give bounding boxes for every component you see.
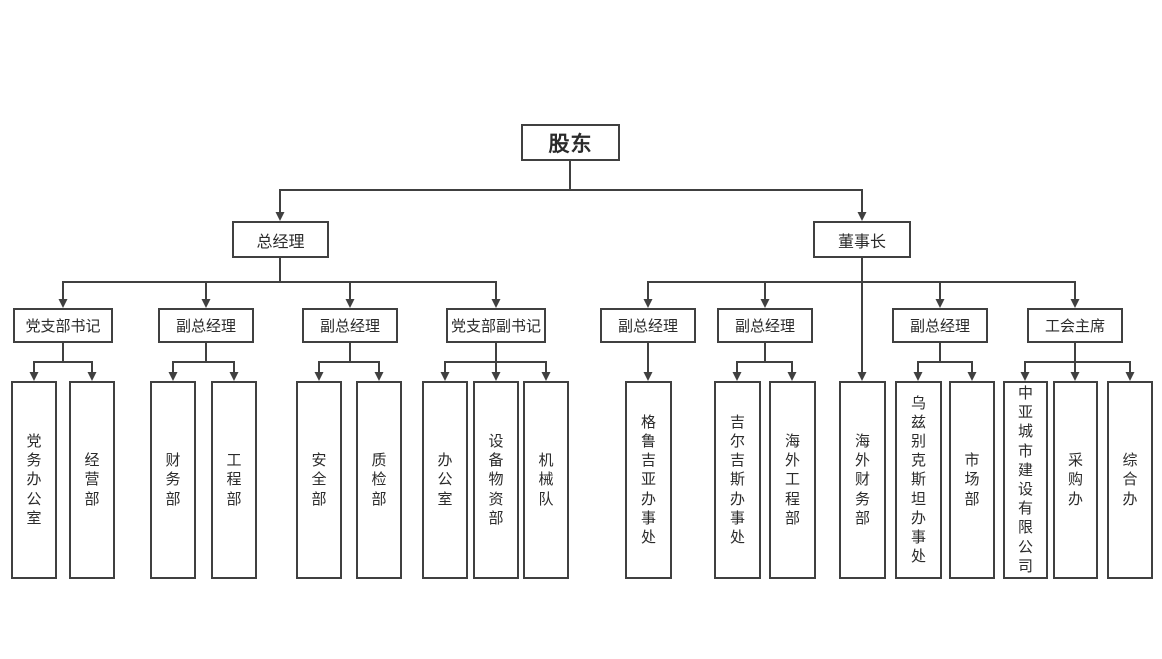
org-node-quality-inspection-dept-label: 质检部: [371, 452, 387, 508]
org-node-safety-dept-label: 安全部: [311, 452, 327, 508]
org-node-georgia-office-label: 格鲁吉亚办事处: [640, 413, 656, 546]
org-node-deputy-gm-left-2: 副总经理: [302, 308, 398, 343]
org-node-union-chairman-label: 工会主席: [1044, 318, 1105, 335]
org-node-overseas-engineering-dept: 海外工程部: [769, 381, 816, 579]
org-node-uzbekistan-office-label: 乌兹别克斯坦办事处: [910, 394, 926, 566]
org-node-central-asia-company-label: 中亚城市建设有限公司: [1017, 385, 1033, 575]
org-node-office: 办公室: [422, 381, 468, 579]
org-node-equipment-materials-dept: 设备物资部: [473, 381, 519, 579]
org-node-party-branch-secretary-label: 党支部书记: [25, 318, 101, 335]
org-node-finance-dept-label: 财务部: [165, 452, 181, 508]
arrowheads: [29, 212, 1135, 381]
org-node-machinery-team: 机械队: [523, 381, 569, 579]
org-node-chairman: 董事长: [813, 221, 911, 258]
org-node-general-manager-label: 总经理: [256, 233, 305, 251]
org-node-union-chairman: 工会主席: [1027, 308, 1123, 343]
org-node-finance-dept: 财务部: [150, 381, 196, 579]
org-node-deputy-gm-left-1-label: 副总经理: [175, 318, 236, 335]
org-node-party-affairs-office: 党务办公室: [11, 381, 57, 579]
org-node-deputy-gm-left-1: 副总经理: [158, 308, 254, 343]
org-node-marketing-dept: 市场部: [949, 381, 995, 579]
org-node-deputy-gm-right-3-label: 副总经理: [909, 318, 970, 335]
org-node-business-dept: 经营部: [69, 381, 115, 579]
org-node-overseas-finance-dept: 海外财务部: [839, 381, 886, 579]
org-node-safety-dept: 安全部: [296, 381, 342, 579]
org-node-kyrgyzstan-office: 吉尔吉斯办事处: [714, 381, 761, 579]
org-node-deputy-gm-right-1: 副总经理: [600, 308, 696, 343]
org-node-equipment-materials-dept-label: 设备物资部: [488, 433, 504, 527]
org-node-machinery-team-label: 机械队: [538, 452, 554, 508]
org-node-business-dept-label: 经营部: [84, 452, 100, 508]
org-node-deputy-gm-right-2: 副总经理: [717, 308, 813, 343]
org-node-shareholders: 股东: [521, 124, 620, 161]
org-node-office-label: 办公室: [437, 452, 453, 508]
org-node-uzbekistan-office: 乌兹别克斯坦办事处: [895, 381, 942, 579]
org-node-kyrgyzstan-office-label: 吉尔吉斯办事处: [729, 413, 745, 546]
org-node-party-affairs-office-label: 党务办公室: [26, 433, 42, 527]
org-node-overseas-engineering-dept-label: 海外工程部: [784, 433, 800, 527]
org-node-georgia-office: 格鲁吉亚办事处: [625, 381, 672, 579]
org-node-engineering-dept: 工程部: [211, 381, 257, 579]
org-node-engineering-dept-label: 工程部: [226, 452, 242, 508]
org-node-deputy-gm-left-2-label: 副总经理: [319, 318, 380, 335]
org-node-party-branch-deputy-secretary: 党支部副书记: [446, 308, 546, 343]
org-node-marketing-dept-label: 市场部: [964, 452, 980, 508]
org-node-chairman-label: 董事长: [837, 233, 886, 251]
org-node-shareholders-label: 股东: [548, 132, 593, 156]
org-node-deputy-gm-right-3: 副总经理: [892, 308, 988, 343]
org-node-deputy-gm-right-2-label: 副总经理: [734, 318, 795, 335]
org-node-general-manager: 总经理: [232, 221, 329, 258]
org-node-general-affairs-office-label: 综合办: [1122, 452, 1138, 508]
org-node-quality-inspection-dept: 质检部: [356, 381, 402, 579]
org-node-deputy-gm-right-1-label: 副总经理: [617, 318, 678, 335]
org-node-overseas-finance-dept-label: 海外财务部: [854, 433, 870, 527]
org-node-central-asia-company: 中亚城市建设有限公司: [1003, 381, 1048, 579]
org-node-procurement-office-label: 采购办: [1067, 452, 1083, 508]
org-node-party-branch-deputy-secretary-label: 党支部副书记: [450, 318, 541, 335]
org-node-party-branch-secretary: 党支部书记: [13, 308, 113, 343]
org-node-procurement-office: 采购办: [1053, 381, 1098, 579]
org-node-general-affairs-office: 综合办: [1107, 381, 1153, 579]
